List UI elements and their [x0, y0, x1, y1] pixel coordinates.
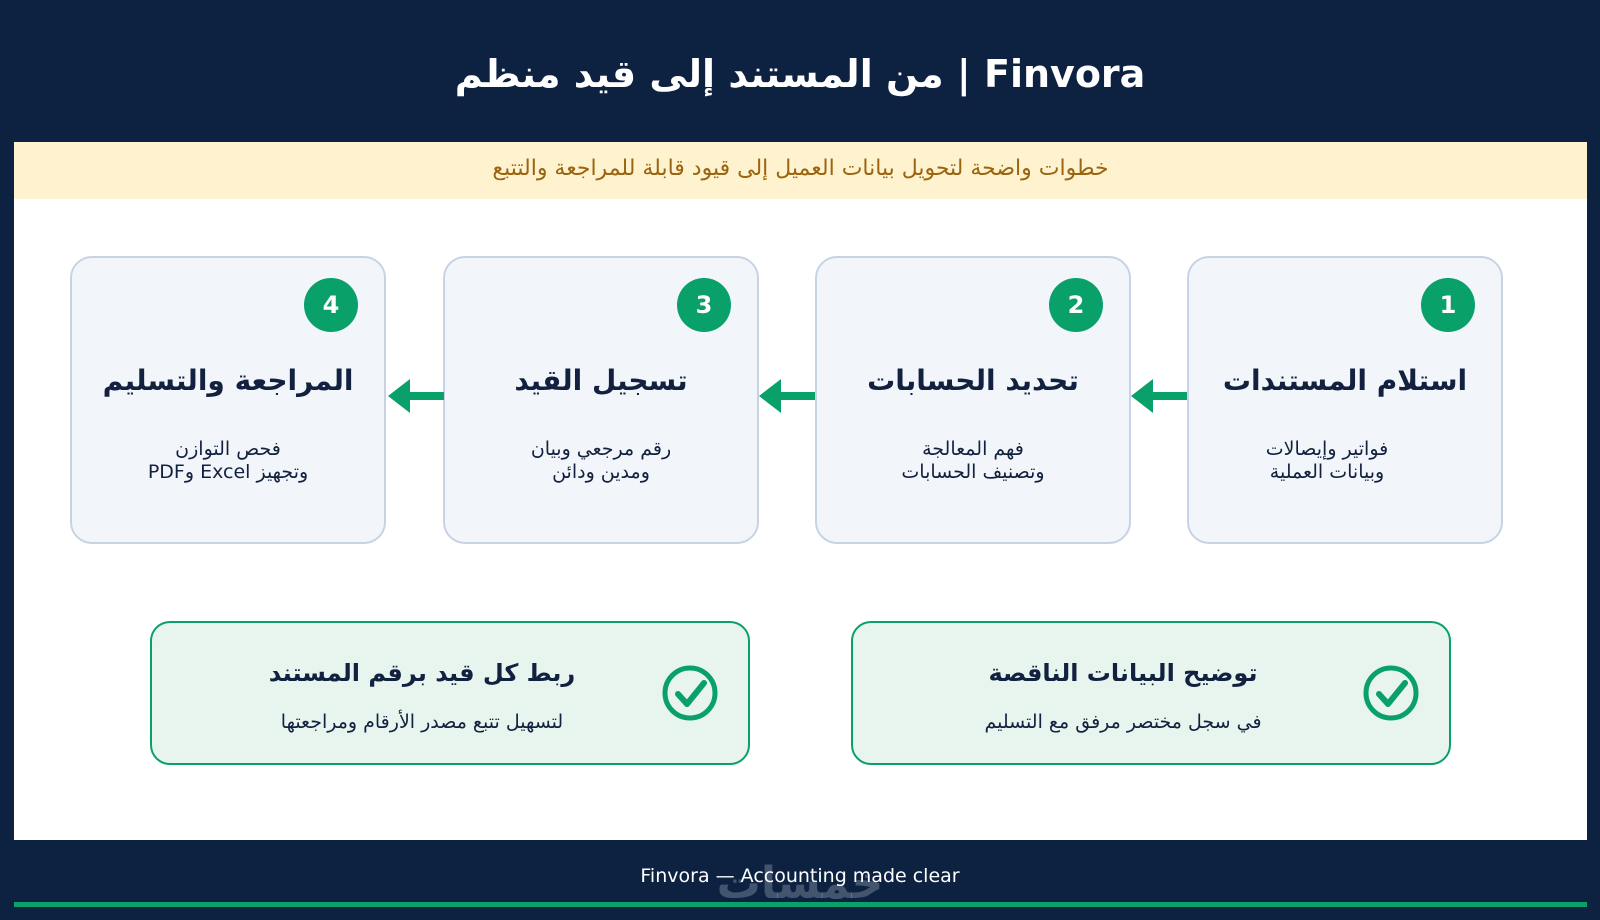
- check-circle-icon: [662, 665, 718, 721]
- note-title: ربط كل قيد برقم المستند: [268, 659, 576, 687]
- step-description-line: وبيانات العملية: [1269, 461, 1385, 483]
- arrow-left-icon: [1131, 379, 1187, 413]
- note-description: لتسهيل تتبع مصدر الأرقام ومراجعتها: [280, 711, 564, 733]
- page-title: Finvora | من المستند إلى قيد منظم: [454, 52, 1146, 96]
- step-number-badge: 2: [1049, 278, 1103, 332]
- step-description-line: فحص التوازن: [175, 438, 281, 460]
- step-description-line: فواتير وإيصالات: [1265, 438, 1389, 460]
- step-number-badge: 3: [677, 278, 731, 332]
- step-card-3: 3 تسجيل القيد رقم مرجعي وبيان ومدين ودائ…: [443, 256, 759, 544]
- step-description-line: ومدين ودائن: [552, 461, 650, 483]
- note-title: توضيح البيانات الناقصة: [988, 659, 1258, 687]
- step-number-badge: 4: [304, 278, 358, 332]
- watermark: خمسات: [716, 858, 884, 909]
- note-card-missing-data: توضيح البيانات الناقصة في سجل مختصر مرفق…: [851, 621, 1451, 765]
- footer-divider: [14, 902, 1587, 907]
- step-title: تحديد الحسابات: [867, 364, 1079, 397]
- step-card-2: 2 تحديد الحسابات فهم المعالجة وتصنيف الح…: [815, 256, 1131, 544]
- step-title: استلام المستندات: [1222, 364, 1468, 397]
- step-title: تسجيل القيد: [514, 364, 688, 397]
- step-number-badge: 1: [1421, 278, 1475, 332]
- check-circle-icon: [1363, 665, 1419, 721]
- step-description: رقم مرجعي وبيان ومدين ودائن: [445, 438, 757, 484]
- step-title: المراجعة والتسليم: [102, 364, 354, 397]
- step-description: فهم المعالجة وتصنيف الحسابات: [817, 438, 1129, 484]
- step-description-line: فهم المعالجة: [922, 438, 1024, 460]
- footer-text: Finvora — Accounting made clear: [640, 865, 960, 887]
- step-card-4: 4 المراجعة والتسليم فحص التوازن وتجهيز E…: [70, 256, 386, 544]
- content-panel: خطوات واضحة لتحويل بيانات العميل إلى قيو…: [14, 142, 1587, 840]
- note-description: في سجل مختصر مرفق مع التسليم: [984, 711, 1262, 733]
- step-description: فحص التوازن وتجهيز Excel وPDF: [72, 438, 384, 484]
- step-card-1: 1 استلام المستندات فواتير وإيصالات وبيان…: [1187, 256, 1503, 544]
- subtitle-text: خطوات واضحة لتحويل بيانات العميل إلى قيو…: [492, 156, 1109, 181]
- arrow-left-icon: [759, 379, 815, 413]
- arrow-left-icon: [388, 379, 444, 413]
- subtitle-band: خطوات واضحة لتحويل بيانات العميل إلى قيو…: [14, 142, 1587, 199]
- note-card-document-link: ربط كل قيد برقم المستند لتسهيل تتبع مصدر…: [150, 621, 750, 765]
- step-description-line: رقم مرجعي وبيان: [530, 438, 672, 460]
- step-description: فواتير وإيصالات وبيانات العملية: [1171, 438, 1483, 484]
- step-description-line: وتصنيف الحسابات: [901, 461, 1045, 483]
- step-description-line: وتجهيز Excel وPDF: [147, 461, 309, 483]
